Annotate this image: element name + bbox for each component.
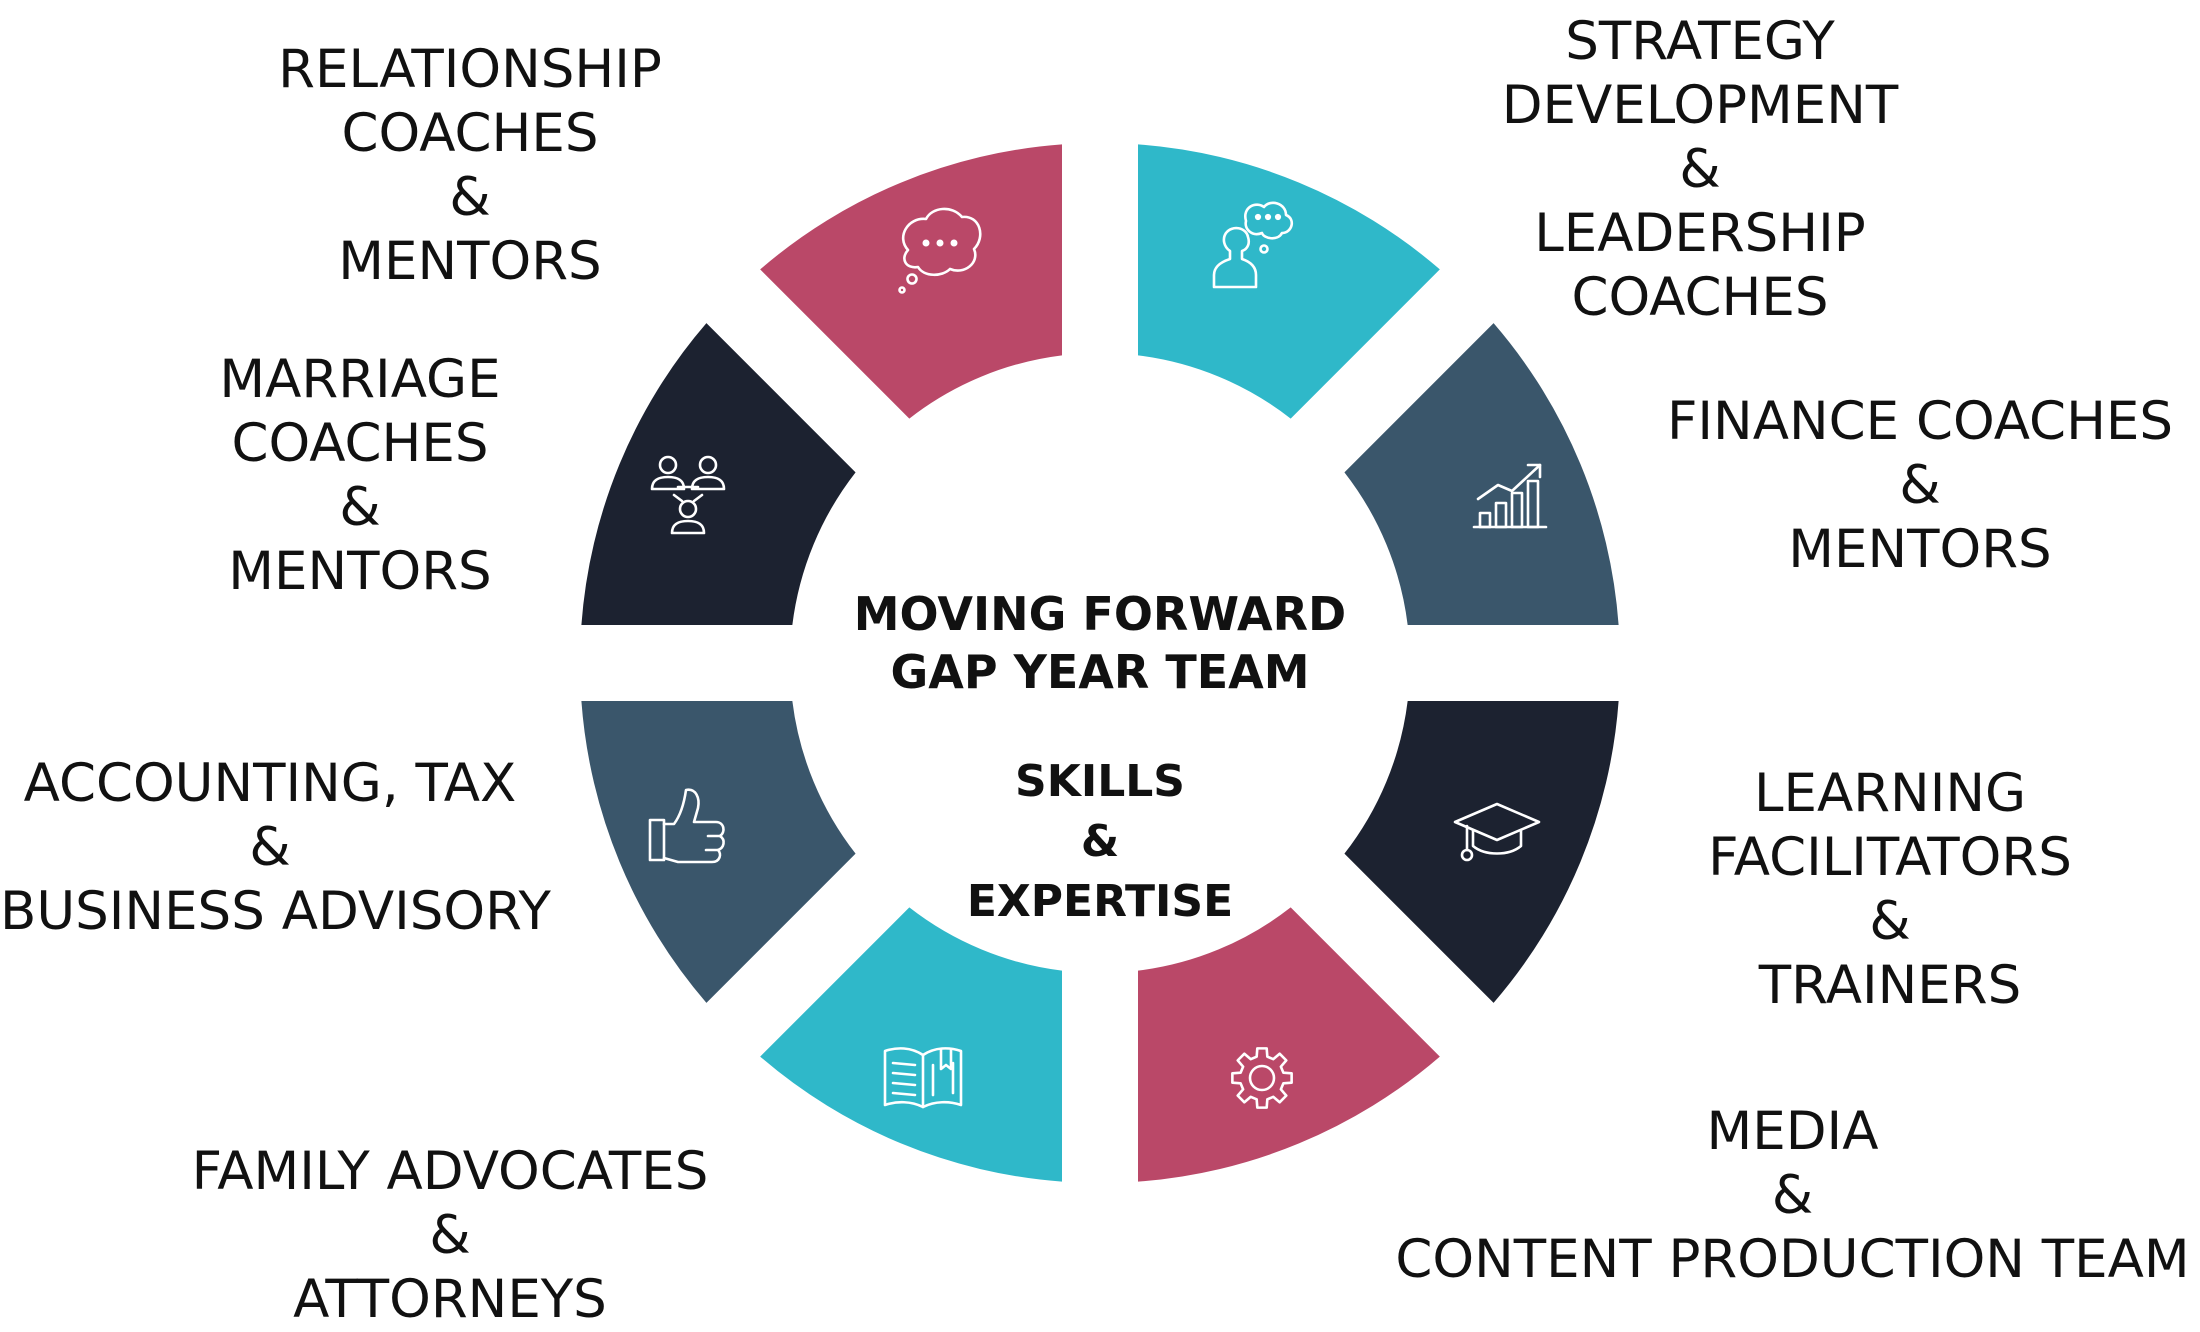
label-line: & — [1771, 1165, 1814, 1226]
growth-chart-icon — [1472, 463, 1548, 529]
label-line: MENTORS — [1788, 519, 2052, 580]
label-line: CONTENT PRODUCTION TEAM — [1395, 1229, 2190, 1290]
label-line: MENTORS — [228, 541, 492, 602]
label-relationship: RELATIONSHIP COACHES & MENTORS — [230, 38, 710, 294]
graduation-cap-icon — [1453, 802, 1541, 862]
center-subtitle-line-2: & — [1080, 816, 1120, 867]
ring-segment-media — [760, 907, 1062, 1182]
label-line: RELATIONSHIP — [278, 39, 662, 100]
label-line: & — [429, 1205, 471, 1266]
label-line: ACCOUNTING, TAX — [23, 753, 517, 814]
label-line: COACHES — [341, 103, 599, 164]
label-line: BUSINESS ADVISORY — [0, 881, 551, 942]
label-line: & — [249, 817, 291, 878]
label-line: ATTORNEYS — [293, 1269, 607, 1330]
ring-segment-learning — [1138, 907, 1440, 1182]
label-line: & — [339, 477, 381, 538]
ring-segment-accounting — [581, 323, 856, 625]
label-marriage: MARRIAGE COACHES & MENTORS — [150, 348, 570, 604]
label-line: FINANCE COACHES — [1666, 391, 2174, 452]
thumbs-up-icon — [648, 788, 725, 864]
label-learning: LEARNING FACILITATORS & TRAINERS — [1660, 762, 2120, 1018]
ring-icons — [648, 201, 1548, 1109]
center-subtitle: SKILLS & EXPERTISE — [900, 752, 1300, 932]
label-line: DEVELOPMENT — [1501, 75, 1899, 136]
person-thinking-icon — [1212, 201, 1294, 289]
center-title: MOVING FORWARD GAP YEAR TEAM — [820, 585, 1380, 701]
thought-bubble-icon — [898, 207, 982, 294]
team-group-icon — [650, 455, 726, 535]
label-finance: FINANCE COACHES & MENTORS — [1640, 390, 2200, 582]
ring-segment-strategy — [1344, 323, 1619, 625]
label-media: MEDIA & CONTENT PRODUCTION TEAM — [1385, 1100, 2200, 1292]
label-line: COACHES — [1571, 267, 1829, 328]
label-line: STRATEGY — [1565, 11, 1835, 72]
open-book-icon — [883, 1047, 963, 1109]
center-subtitle-line-1: SKILLS — [1015, 756, 1185, 807]
label-line: & — [1899, 455, 1941, 516]
label-line: FAMILY ADVOCATES — [191, 1141, 709, 1202]
label-family: FAMILY ADVOCATES & ATTORNEYS — [160, 1140, 740, 1332]
label-line: MEDIA — [1706, 1101, 1879, 1162]
label-line: & — [1679, 139, 1721, 200]
label-line: COACHES — [231, 413, 489, 474]
center-title-line-2: GAP YEAR TEAM — [890, 645, 1310, 699]
label-strategy: STRATEGY DEVELOPMENT & LEADERSHIP COACHE… — [1440, 10, 1960, 330]
label-line: & — [449, 167, 491, 228]
label-line: TRAINERS — [1758, 955, 2022, 1016]
center-title-line-1: MOVING FORWARD — [853, 587, 1347, 641]
label-accounting: ACCOUNTING, TAX & BUSINESS ADVISORY — [0, 752, 551, 944]
center-subtitle-line-3: EXPERTISE — [966, 876, 1234, 927]
ring-segment-relationship — [1138, 144, 1440, 419]
label-line: FACILITATORS — [1708, 827, 2072, 888]
label-line: LEARNING — [1753, 763, 2027, 824]
label-line: & — [1869, 891, 1911, 952]
ring-segment-marriage — [760, 144, 1062, 419]
label-line: MARRIAGE — [219, 349, 501, 410]
label-line: MENTORS — [338, 231, 602, 292]
gear-icon — [1231, 1047, 1293, 1109]
label-line: LEADERSHIP — [1534, 203, 1866, 264]
